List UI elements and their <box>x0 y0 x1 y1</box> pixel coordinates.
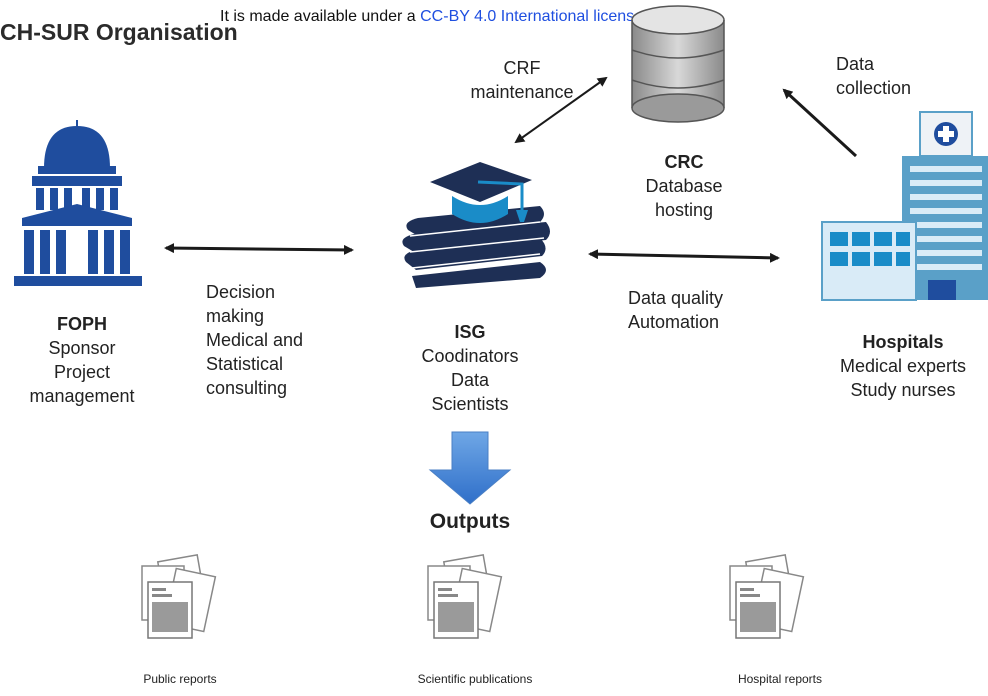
edge-label-line: CRF <box>503 58 541 78</box>
node-isg-line: Scientists <box>431 394 509 414</box>
arrow-isg-crc <box>514 76 608 144</box>
license-prefix: It is made available under a <box>220 8 421 25</box>
capitol-building-icon <box>14 120 142 286</box>
node-hospitals-line: Study nurses <box>850 380 956 400</box>
edge-foph-isg-label: Decision making Medical and Statistical … <box>206 280 346 400</box>
page-title: CH-SUR Organisation <box>0 19 238 45</box>
outputs-down-arrow <box>428 431 512 505</box>
edge-label-line: consulting <box>206 378 288 398</box>
document-stack-icon <box>729 554 805 639</box>
node-hospitals-line: Medical experts <box>839 356 967 376</box>
outputs-title: Outputs <box>429 510 511 533</box>
node-crc-line: hosting <box>654 200 714 220</box>
database-icon <box>631 5 725 123</box>
edge-label-line: Statistical <box>206 354 284 374</box>
node-foph-line: Project <box>53 362 111 382</box>
arrow-foph-isg <box>164 243 354 255</box>
edge-isg-hospitals-label: Data quality Automation <box>628 286 768 334</box>
license-link[interactable]: CC-BY 4.0 International license <box>420 8 644 25</box>
node-hospitals: Hospitals Medical experts Study nurses <box>818 330 988 402</box>
output-label-scientific-publications: Scientific publications <box>417 672 533 686</box>
node-crc: CRC Database hosting <box>616 150 752 222</box>
edge-hospitals-crc-label: Data collection <box>836 52 956 100</box>
node-isg-name: ISG <box>454 322 486 342</box>
license-notice: It is made available under a CC-BY 4.0 I… <box>220 8 652 26</box>
node-hospitals-name: Hospitals <box>862 332 944 352</box>
node-foph-line: management <box>29 386 135 406</box>
output-label-public-reports: Public reports <box>143 672 217 686</box>
node-foph-name: FOPH <box>56 314 107 334</box>
edge-label-line: Decision <box>206 282 276 302</box>
arrow-hospitals-crc <box>782 88 858 158</box>
edge-label-line: Medical and <box>206 330 304 350</box>
node-foph: FOPH Sponsor Project management <box>4 312 160 408</box>
node-isg-line: Coodinators <box>421 346 519 366</box>
edge-label-line: Data quality <box>628 288 724 308</box>
node-isg-line: Data <box>450 370 490 390</box>
arrow-isg-hospitals <box>588 249 780 263</box>
graduation-books-icon <box>402 162 550 288</box>
hospital-building-icon <box>821 111 988 301</box>
output-label-hospital-reports: Hospital reports <box>737 672 823 686</box>
node-foph-line: Sponsor <box>48 338 116 358</box>
edge-label-line: Automation <box>628 312 720 332</box>
edge-label-line: Data <box>836 54 875 74</box>
node-crc-name: CRC <box>664 152 704 172</box>
edge-isg-crc-label: CRF maintenance <box>456 56 588 104</box>
document-stack-icon <box>427 554 503 639</box>
node-isg: ISG Coodinators Data Scientists <box>402 320 538 416</box>
edge-label-line: making <box>206 306 265 326</box>
node-crc-line: Database <box>645 176 723 196</box>
edge-label-line: maintenance <box>470 82 574 102</box>
edge-label-line: collection <box>836 78 912 98</box>
document-stack-icon <box>141 554 217 639</box>
